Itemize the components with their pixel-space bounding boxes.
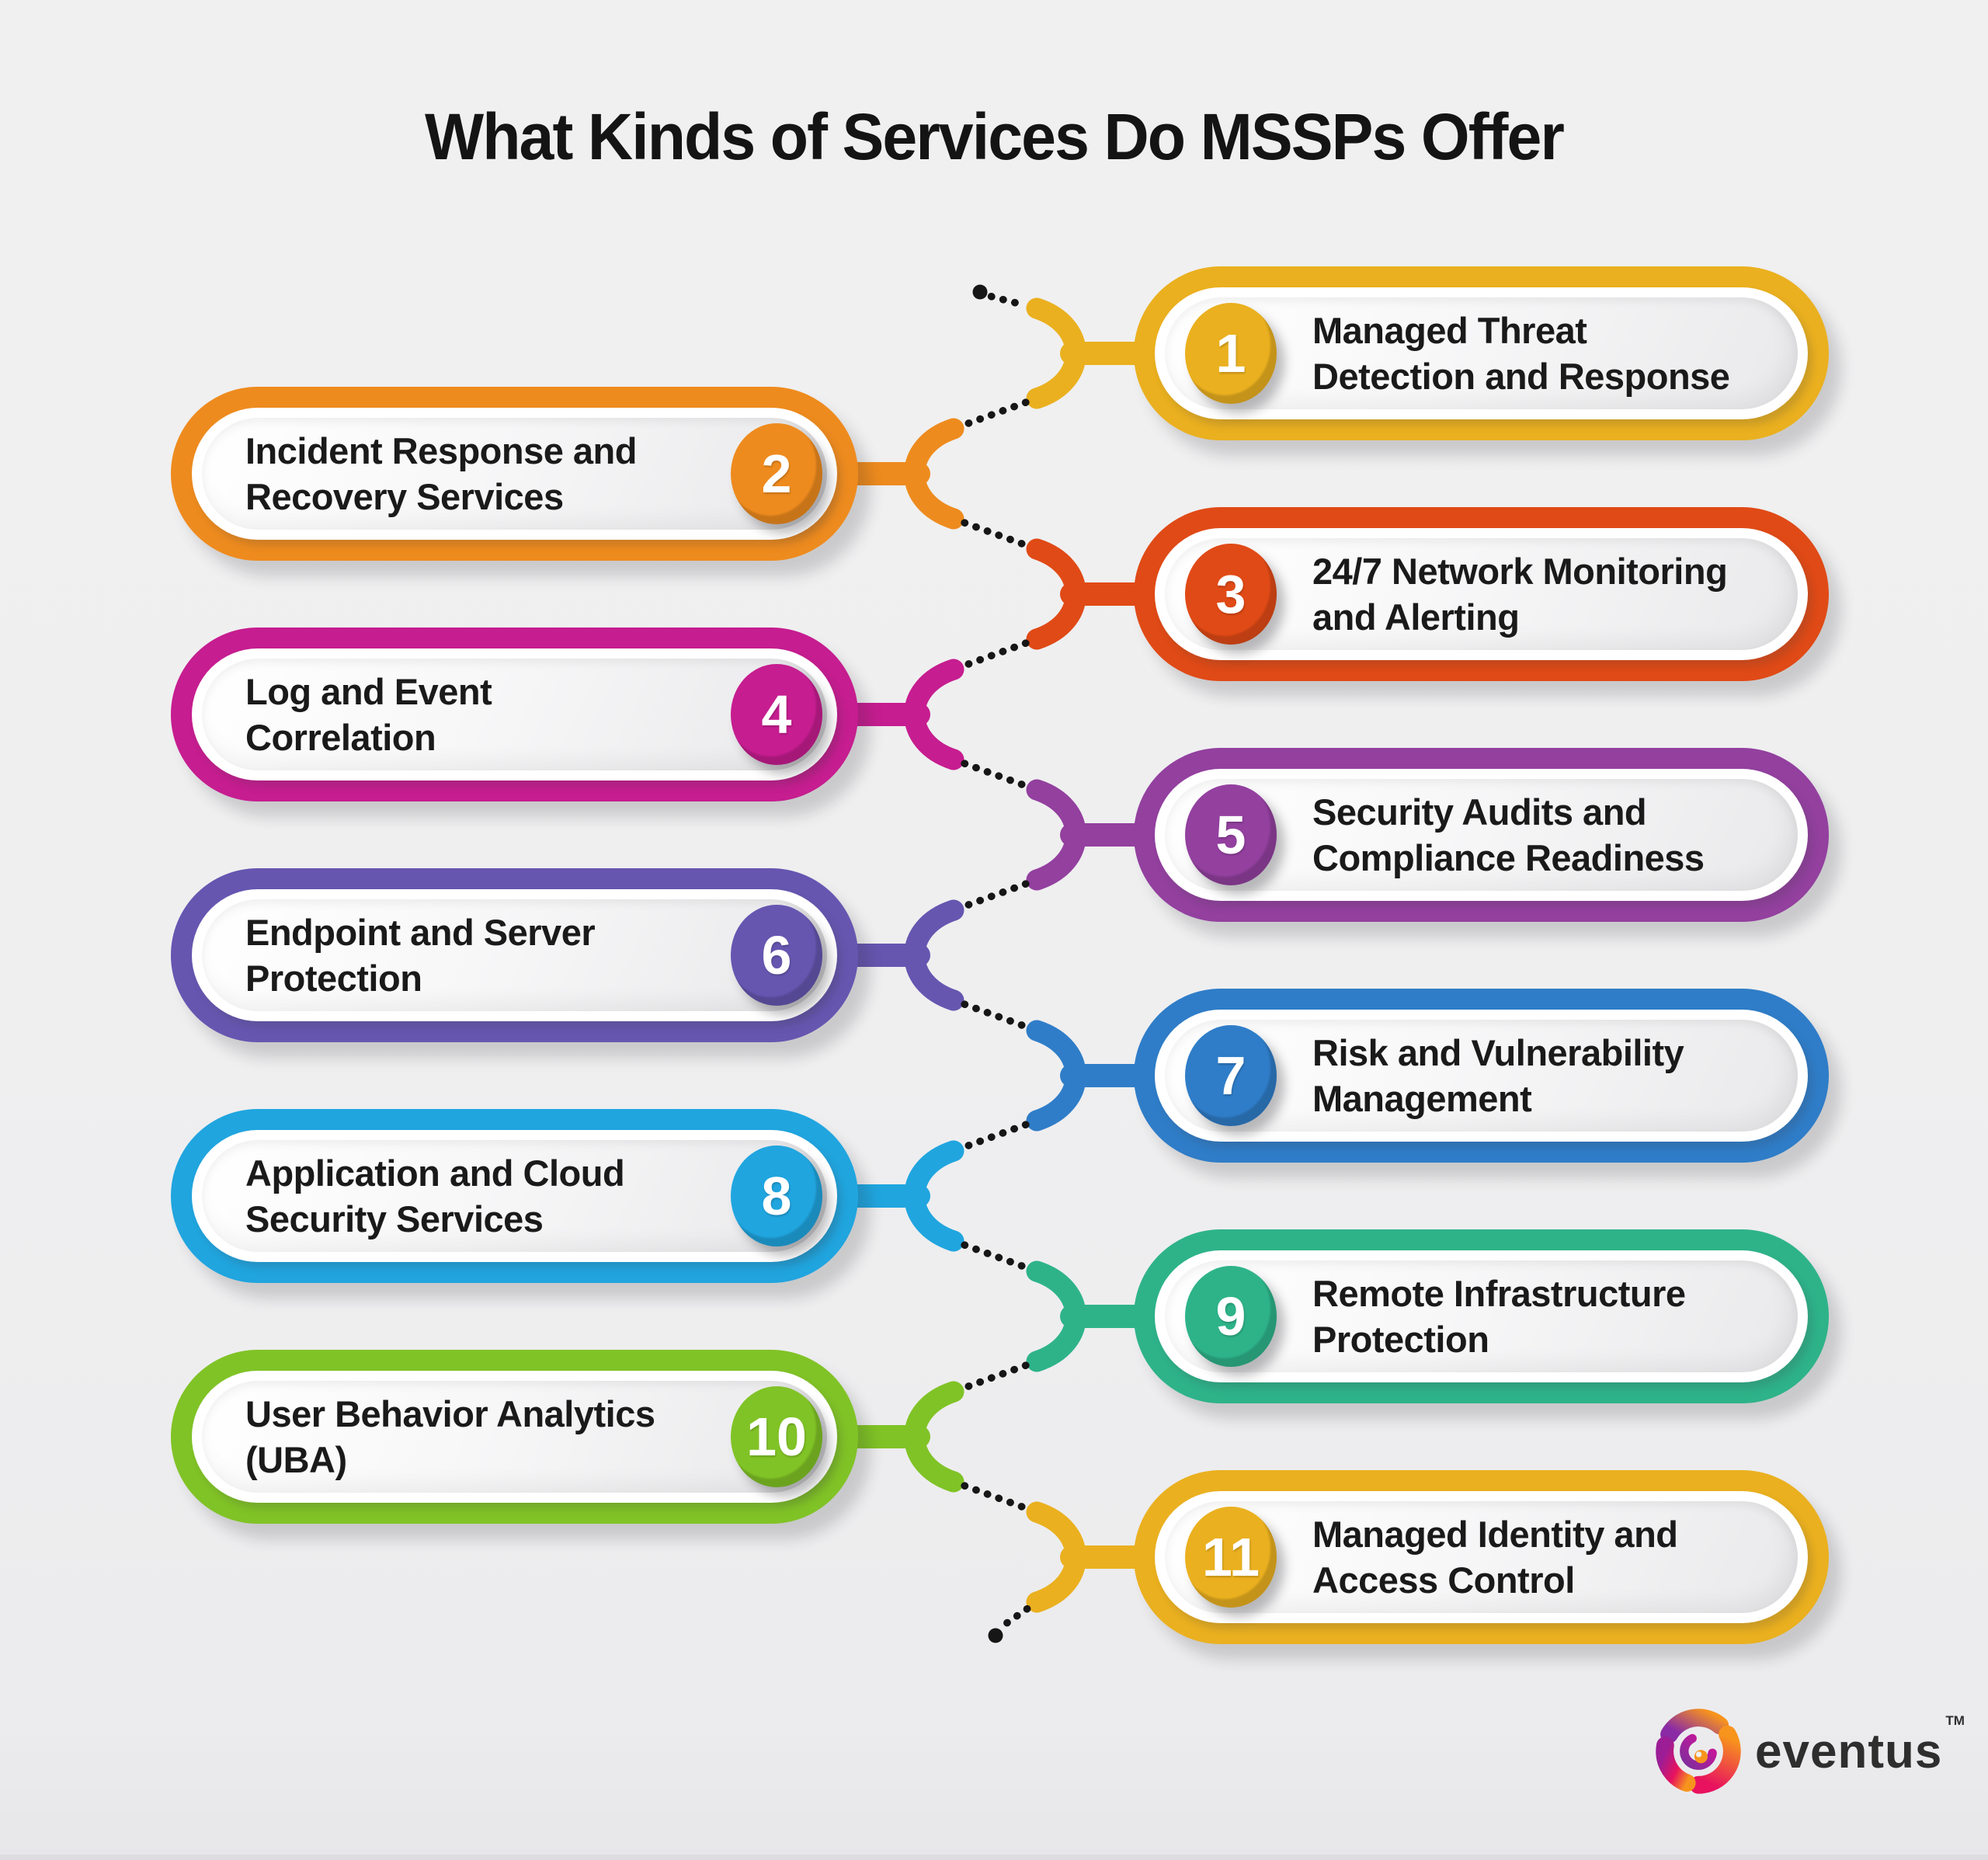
connector-dotted-line xyxy=(961,1121,1030,1151)
service-number-badge: 9 xyxy=(1185,1266,1277,1367)
brand-logo: eventus TM xyxy=(1654,1705,1965,1797)
service-pill: 5 Security Audits and Compliance Readine… xyxy=(1134,748,1829,922)
service-number-badge: 8 xyxy=(731,1146,822,1246)
connector-dotted-line xyxy=(961,398,1030,429)
connector-dotted-line xyxy=(961,1241,1030,1271)
service-pill: 6 Endpoint and Server Protection xyxy=(171,868,858,1042)
service-number-badge: 4 xyxy=(731,664,822,765)
logo-inner-swirl xyxy=(1680,1733,1717,1770)
service-pill: 3 24/7 Network Monitoring and Alerting xyxy=(1134,507,1829,681)
service-pill: 8 Application and Cloud Security Service… xyxy=(171,1109,858,1283)
page-title: What Kinds of Services Do MSSPs Offer xyxy=(425,100,1565,173)
service-label: Managed Identity and Access Control xyxy=(1312,1513,1678,1601)
service-pill: 9 Remote Infrastructure Protection xyxy=(1134,1229,1829,1403)
pill-card: 8 Application and Cloud Security Service… xyxy=(202,1140,827,1252)
pill-card: 11 Managed Identity and Access Control xyxy=(1165,1501,1798,1613)
connector-dotted-line xyxy=(987,293,1030,309)
service-number-badge: 1 xyxy=(1185,303,1277,404)
connector-dotted-line xyxy=(1001,1604,1031,1629)
connector-dotted-line xyxy=(961,760,1030,790)
service-number-badge: 3 xyxy=(1185,544,1277,645)
service-number-badge: 6 xyxy=(731,905,822,1006)
logo-petal-top xyxy=(1660,1709,1729,1744)
pill-card: 3 24/7 Network Monitoring and Alerting xyxy=(1165,538,1798,650)
service-number-badge: 2 xyxy=(731,423,822,524)
service-label: Remote Infrastructure Protection xyxy=(1312,1272,1686,1360)
service-number-badge: 11 xyxy=(1185,1507,1277,1608)
service-pill: 11 Managed Identity and Access Control xyxy=(1134,1470,1829,1644)
connector-end-dot xyxy=(988,1628,1003,1643)
logo-center-dot xyxy=(1694,1750,1708,1764)
connector-dotted-line xyxy=(961,880,1030,910)
connector-dotted-line xyxy=(961,639,1030,669)
service-label: Incident Response and Recovery Services xyxy=(245,429,637,517)
pill-card: 10 User Behavior Analytics (UBA) xyxy=(202,1381,827,1493)
service-pill: 4 Log and Event Correlation xyxy=(171,628,858,801)
trademark-symbol: TM xyxy=(1945,1713,1965,1728)
connector-dotted-line xyxy=(961,519,1030,549)
service-label: User Behavior Analytics (UBA) xyxy=(245,1392,655,1480)
eventus-logo-icon xyxy=(1656,1709,1741,1794)
service-label: Log and Event Correlation xyxy=(245,670,492,758)
service-pill: 2 Incident Response and Recovery Service… xyxy=(171,387,858,561)
pill-card: 9 Remote Infrastructure Protection xyxy=(1165,1260,1798,1372)
service-label: Security Audits and Compliance Readiness xyxy=(1312,791,1705,878)
pill-card: 2 Incident Response and Recovery Service… xyxy=(202,418,827,530)
connector-dotted-line xyxy=(961,1361,1030,1392)
pill-card: 6 Endpoint and Server Protection xyxy=(202,899,827,1011)
logo-petal-bottom xyxy=(1656,1737,1696,1792)
service-label: Application and Cloud Security Services xyxy=(245,1152,625,1239)
brand-wordmark: eventus xyxy=(1755,1724,1943,1778)
service-label: Risk and Vulnerability Management xyxy=(1312,1031,1684,1119)
service-pill: 1 Managed Threat Detection and Response xyxy=(1134,266,1829,440)
connector-dotted-line xyxy=(961,1000,1030,1031)
logo-center-hole xyxy=(1695,1751,1702,1757)
service-label: Managed Threat Detection and Response xyxy=(1312,309,1730,397)
connector-dotted-line xyxy=(961,1482,1030,1512)
pill-card: 5 Security Audits and Compliance Readine… xyxy=(1165,779,1798,891)
service-label: 24/7 Network Monitoring and Alerting xyxy=(1312,550,1728,638)
pill-card: 1 Managed Threat Detection and Response xyxy=(1165,297,1798,409)
pill-card: 4 Log and Event Correlation xyxy=(202,659,827,770)
connector-start-dot xyxy=(972,284,988,300)
service-number-badge: 5 xyxy=(1185,784,1277,885)
pill-card: 7 Risk and Vulnerability Management xyxy=(1165,1020,1798,1132)
service-number-badge: 10 xyxy=(731,1386,822,1487)
service-pill: 7 Risk and Vulnerability Management xyxy=(1134,989,1829,1163)
logo-petal-right xyxy=(1689,1725,1741,1794)
service-label: Endpoint and Server Protection xyxy=(245,911,596,999)
service-pill: 10 User Behavior Analytics (UBA) xyxy=(171,1350,858,1524)
service-number-badge: 7 xyxy=(1185,1025,1277,1126)
